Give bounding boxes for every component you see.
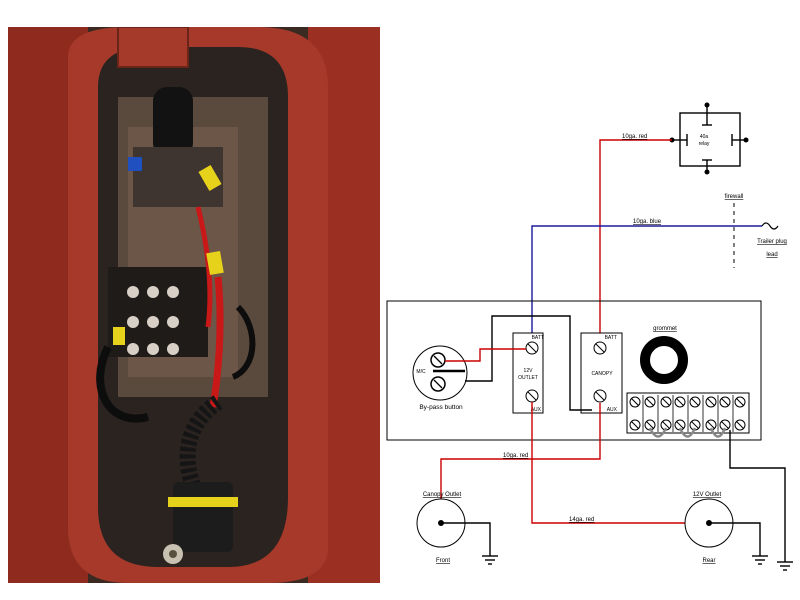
red-wire-relay bbox=[599, 139, 672, 345]
bypass-button: M/C bbox=[412, 345, 468, 401]
terminal-slot bbox=[736, 421, 744, 429]
terminal-slot bbox=[646, 421, 654, 429]
trailer-plug-label-1: Trailer plug bbox=[757, 239, 787, 245]
terminal-jumper bbox=[709, 427, 727, 438]
red-wire-front bbox=[440, 403, 601, 520]
outlet-aux-label: AUX bbox=[531, 407, 542, 413]
red-wire-rear bbox=[531, 402, 706, 524]
outlet-12v-block: BATT 12V OUTLET AUX bbox=[512, 332, 544, 414]
terminal-slot bbox=[676, 398, 684, 406]
wire-14ga-red: 14ga. red bbox=[569, 517, 594, 523]
wire-10ga-blue: 10ga. blue bbox=[633, 219, 662, 225]
terminal-slot bbox=[662, 398, 670, 406]
terminal-slot bbox=[691, 421, 699, 429]
grommet-label: grommet bbox=[653, 326, 677, 332]
terminal-jumper bbox=[678, 427, 697, 438]
red-wire-bypass bbox=[445, 348, 526, 362]
wire-10ga-red-bottom: 10ga. red bbox=[503, 453, 528, 459]
front-outlet bbox=[416, 498, 498, 565]
terminal-slot bbox=[676, 421, 684, 429]
terminal-slot bbox=[707, 421, 715, 429]
terminal-jumper bbox=[648, 427, 668, 438]
trailer-plug-icon bbox=[761, 222, 779, 230]
canopy-name: CANOPY bbox=[591, 371, 613, 377]
enclosure-box bbox=[386, 300, 762, 441]
rear-outlet-label: 12V Outlet bbox=[693, 492, 722, 498]
terminal-slot bbox=[631, 421, 639, 429]
outlet-batt-label: BATT bbox=[532, 335, 544, 341]
trailer-plug-label-2: lead bbox=[766, 252, 777, 258]
rear-label: Rear bbox=[702, 558, 715, 564]
relay-label-2: relay bbox=[699, 141, 710, 147]
front-label: Front bbox=[436, 558, 450, 564]
black-wire-ground-main bbox=[729, 430, 786, 562]
black-wire-bypass bbox=[465, 315, 592, 411]
outlet-name-1: 12V bbox=[524, 368, 534, 374]
terminal-slot bbox=[721, 398, 729, 406]
rear-outlet bbox=[684, 498, 768, 565]
bypass-symbol: M/C bbox=[416, 369, 426, 375]
canopy-block: BATT CANOPY AUX bbox=[580, 332, 623, 414]
terminal-slot bbox=[736, 398, 744, 406]
relay: 40a relay bbox=[669, 102, 749, 175]
firewall-label: firewall bbox=[725, 194, 744, 200]
terminal-slot bbox=[646, 398, 654, 406]
wire-10ga-red-top: 10ga. red bbox=[622, 134, 647, 140]
blue-wire bbox=[531, 225, 762, 345]
terminal-slot bbox=[691, 398, 699, 406]
outlet-name-2: OUTLET bbox=[518, 375, 538, 381]
relay-label-1: 40a bbox=[700, 134, 709, 140]
grommet-icon bbox=[640, 336, 688, 384]
terminal-slot bbox=[721, 421, 729, 429]
terminal-slot bbox=[707, 398, 715, 406]
terminal-slot bbox=[631, 398, 639, 406]
canopy-outlet-label: Canopy Outlet bbox=[423, 492, 462, 498]
terminal-slot bbox=[662, 421, 670, 429]
canopy-aux-label: AUX bbox=[607, 407, 618, 413]
canopy-batt-label: BATT bbox=[605, 335, 617, 341]
main-ground-icon bbox=[777, 561, 793, 571]
wiring-photo bbox=[8, 27, 380, 583]
bypass-label: By-pass button bbox=[419, 404, 463, 411]
terminal-strip bbox=[626, 392, 750, 438]
